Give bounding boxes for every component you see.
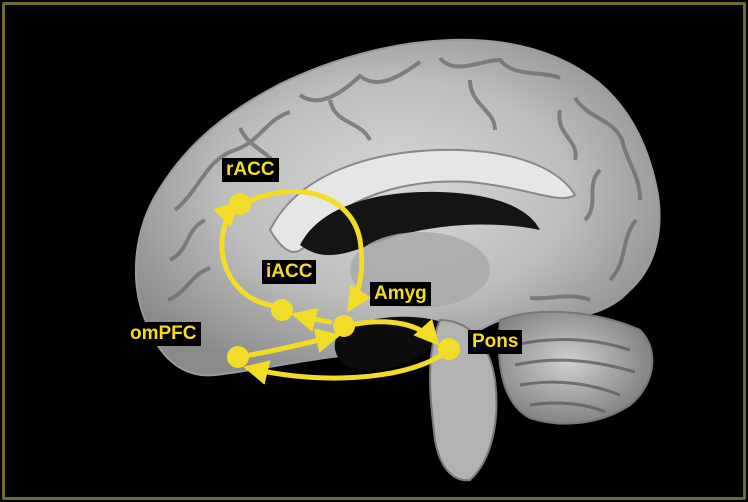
node-pons-dot bbox=[438, 338, 460, 360]
node-amyg-dot bbox=[333, 315, 355, 337]
node-iacc-dot bbox=[271, 299, 293, 321]
label-pons: Pons bbox=[468, 330, 522, 354]
node-racc-dot bbox=[229, 193, 251, 215]
label-ompfc: omPFC bbox=[126, 322, 201, 346]
cerebellum bbox=[499, 312, 653, 424]
label-amyg: Amyg bbox=[370, 282, 431, 306]
node-ompfc-dot bbox=[227, 346, 249, 368]
brain-image bbox=[136, 40, 660, 480]
label-racc: rACC bbox=[222, 158, 279, 182]
label-iacc: iACC bbox=[262, 260, 316, 284]
